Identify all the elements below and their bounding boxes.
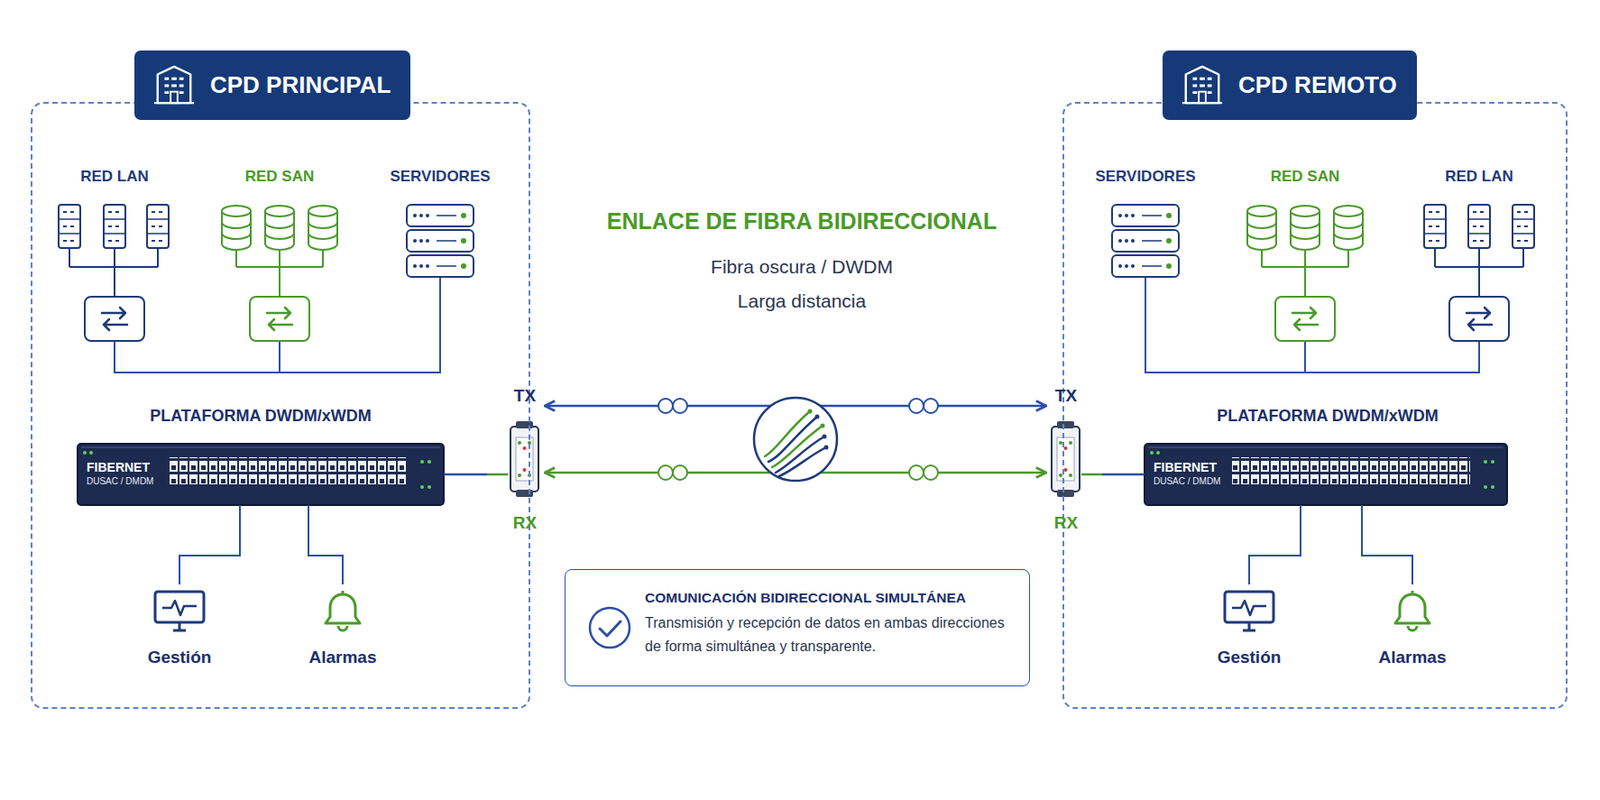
device-model: DUSAC / DMDM xyxy=(86,476,154,488)
platform-title: PLATAFORMA DWDM/xWDM xyxy=(77,405,444,426)
port-label: RX xyxy=(1054,513,1078,534)
info-box: COMUNICACIÓN BIDIRECCIONAL SIMULTÁNEA Tra… xyxy=(564,569,1030,687)
network-wire xyxy=(1305,341,1480,373)
function-label: Alarmas xyxy=(309,646,378,669)
equipment-group: RED SAN xyxy=(1241,164,1369,342)
port-label: RX xyxy=(513,513,537,534)
function-label: Alarmas xyxy=(1379,646,1447,669)
device-brand: FIBERNET xyxy=(86,459,150,475)
equipment-group: RED SAN xyxy=(216,164,343,342)
network-wire xyxy=(179,509,240,585)
group-label: RED SAN xyxy=(1270,167,1341,186)
network-wire xyxy=(1361,509,1413,585)
info-heading: COMUNICACIÓN BIDIRECCIONAL SIMULTÁNEA xyxy=(644,588,1015,608)
network-wire xyxy=(308,509,343,585)
group-label: SERVIDORES xyxy=(389,167,490,186)
function-icon-box: Alarmas xyxy=(297,584,388,672)
link-title: ENLACE DE FIBRA BIDIRECCIONAL xyxy=(606,208,997,235)
region-heading: CPD REMOTO xyxy=(1162,50,1417,120)
function-icon-box: Gestión xyxy=(134,584,225,672)
equipment-group: SERVIDORES xyxy=(1089,164,1201,278)
equipment-group: RED LAN xyxy=(49,164,180,342)
port-label: TX xyxy=(514,386,536,406)
region-heading: CPD PRINCIPAL xyxy=(134,50,411,120)
dwdm-platform: PLATAFORMA DWDM/xWDM FIBERNETDUSAC / DMDM xyxy=(72,396,545,510)
network-wire xyxy=(114,341,280,373)
network-wire xyxy=(1249,509,1301,585)
datacenter-region: CPD PRINCIPALRED LANRED SANSERVIDORESPLA… xyxy=(30,101,531,709)
equipment-group: SERVIDORES xyxy=(384,164,496,278)
link-subtitle: Fibra oscura / DWDM xyxy=(710,256,893,278)
function-label: Gestión xyxy=(147,646,212,669)
info-body: Transmisión y recepción de datos en amba… xyxy=(644,611,1015,659)
group-label: SERVIDORES xyxy=(1094,167,1196,186)
device-model: DUSAC / DMDM xyxy=(1153,476,1221,488)
function-icon-box: Alarmas xyxy=(1367,584,1458,672)
equipment-group: RED LAN xyxy=(1414,164,1545,342)
network-wire xyxy=(1145,277,1306,373)
group-label: RED SAN xyxy=(245,167,315,186)
dwdm-platform: PLATAFORMA DWDM/xWDM FIBERNETDUSAC / DMDM xyxy=(1046,396,1516,510)
function-label: Gestión xyxy=(1217,646,1282,669)
datacenter-region: CPD REMOTOSERVIDORESRED SANRED LANPLATAF… xyxy=(1062,101,1568,709)
platform-title: PLATAFORMA DWDM/xWDM xyxy=(1144,405,1511,426)
function-icon-box: Gestión xyxy=(1204,584,1295,672)
network-wire xyxy=(279,277,441,373)
group-label: RED LAN xyxy=(1444,167,1514,186)
port-label: TX xyxy=(1055,386,1077,406)
device-brand: FIBERNET xyxy=(1153,459,1217,475)
group-label: RED LAN xyxy=(80,167,149,186)
link-subtitle: Larga distancia xyxy=(737,290,866,313)
